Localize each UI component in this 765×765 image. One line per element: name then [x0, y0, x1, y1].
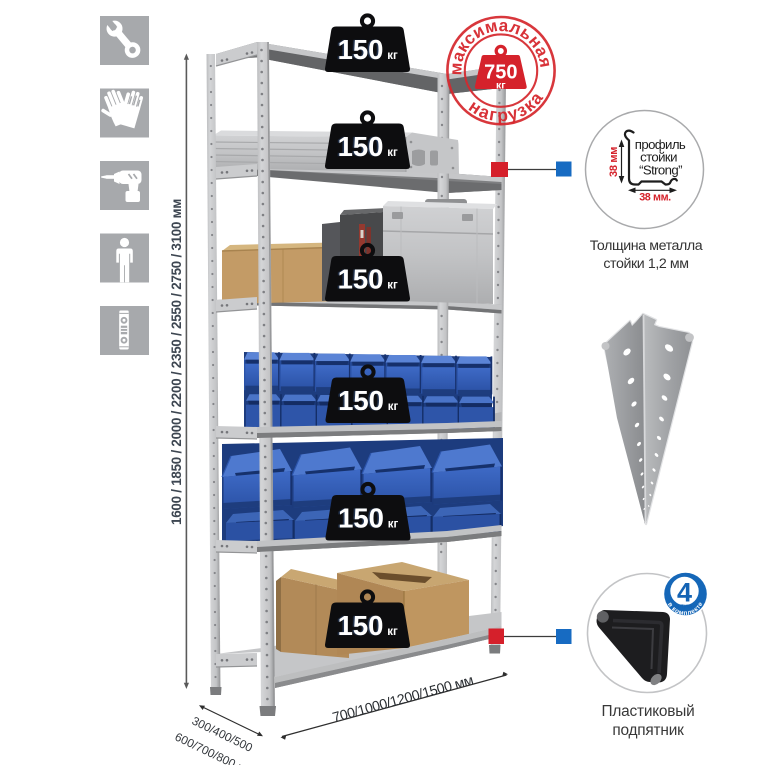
svg-text:Толщина металла: Толщина металла — [590, 238, 703, 254]
svg-text:1600 / 1850 / 2000 / 2200 / 23: 1600 / 1850 / 2000 / 2200 / 2350 / 2550 … — [169, 199, 184, 525]
svg-text:“Strong”: “Strong” — [639, 163, 682, 178]
svg-text:стойки 1,2 мм: стойки 1,2 мм — [603, 256, 688, 272]
svg-text:профиль: профиль — [635, 137, 686, 152]
svg-text:кг: кг — [496, 80, 506, 92]
svg-text:38 мм.: 38 мм. — [639, 192, 671, 204]
svg-text:4: 4 — [677, 578, 692, 608]
svg-text:стойки: стойки — [640, 150, 677, 165]
svg-text:38 мм: 38 мм — [608, 147, 620, 177]
svg-text:штуки: штуки — [677, 604, 693, 610]
svg-text:750: 750 — [484, 62, 517, 84]
svg-text:подпятник: подпятник — [612, 722, 684, 739]
svg-text:Пластиковый: Пластиковый — [601, 703, 694, 720]
